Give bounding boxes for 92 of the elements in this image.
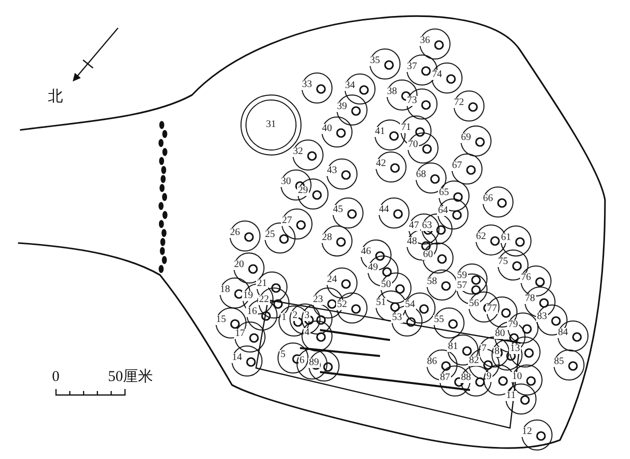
callout-number: 13	[509, 344, 521, 354]
callout-number: 69	[460, 133, 472, 143]
callout-number: 61	[500, 233, 512, 243]
callout-number: 42	[375, 159, 387, 169]
callout-number: 77	[486, 304, 498, 314]
callout-number: 74	[431, 70, 443, 80]
callout-number: 50	[380, 280, 392, 290]
callout-number: 68	[415, 170, 427, 180]
callout-number: 85	[553, 357, 565, 367]
scale-label: 0	[52, 370, 60, 385]
callout-number: 84	[557, 328, 569, 338]
callout-number: 80	[494, 329, 506, 339]
callout-number: 19	[242, 291, 254, 301]
callout-number: 35	[369, 56, 381, 66]
callout-number: 4	[304, 328, 310, 338]
callout-number: 40	[321, 124, 333, 134]
callout-number: 33	[301, 80, 313, 90]
callout-number: 52	[336, 300, 348, 310]
callout-number: 71	[400, 123, 412, 133]
callout-number: 88	[460, 373, 472, 383]
callout-number: 15	[215, 315, 227, 325]
callout-number: 3	[304, 311, 310, 321]
callout-number: 9	[486, 372, 492, 382]
callout-number: 54	[404, 300, 416, 310]
direction-label: 北	[48, 90, 63, 105]
callout-number: 16	[246, 307, 258, 317]
callout-number: 47	[408, 221, 420, 231]
callout-number: 11	[505, 391, 517, 401]
callout-number: 78	[524, 294, 536, 304]
callout-number: 22	[258, 295, 270, 305]
callout-number: 25	[264, 230, 276, 240]
callout-number: 45	[332, 205, 344, 215]
callout-number: 38	[386, 87, 398, 97]
callout-number: 1	[280, 313, 288, 323]
callout-number: 24	[326, 275, 338, 285]
callout-number: 82	[468, 356, 480, 366]
callout-number: 48	[406, 237, 418, 247]
callout-number: 34	[344, 81, 356, 91]
callout-number: 5	[280, 350, 286, 360]
callout-number: 6	[298, 356, 306, 366]
callout-number: 64	[437, 206, 449, 216]
callout-number: 21	[256, 279, 268, 289]
callout-number: 79	[507, 320, 519, 330]
callout-number: 65	[438, 188, 450, 198]
callout-number: 37	[406, 62, 418, 72]
callout-number: 59	[456, 271, 468, 281]
callout-number: 23	[312, 295, 324, 305]
callout-number: 57	[456, 281, 468, 291]
callout-number: 8	[494, 347, 500, 357]
callout-number: 2	[292, 311, 298, 321]
callout-number: 10	[511, 372, 523, 382]
callout-number: 60	[422, 250, 434, 260]
callout-number: 62	[475, 232, 487, 242]
callout-number: 14	[231, 353, 243, 363]
callout-number: 89	[308, 358, 320, 368]
callout-number: 67	[451, 161, 463, 171]
callout-number: 81	[447, 342, 459, 352]
callout-number: 49	[367, 263, 379, 273]
callout-number: 43	[326, 166, 338, 176]
callout-number: 39	[336, 102, 348, 112]
callout-number: 86	[426, 357, 438, 367]
callout-number: 51	[375, 298, 387, 308]
callout-number: 36	[419, 36, 431, 46]
callout-number: 46	[360, 247, 372, 257]
callout-number: 7	[480, 344, 488, 354]
callout-number: 41	[374, 127, 386, 137]
callout-number: 66	[482, 194, 494, 204]
callout-number: 56	[468, 299, 480, 309]
callout-number: 30	[280, 177, 292, 187]
scale-label: 50厘米	[108, 370, 153, 385]
callout-number: 53	[391, 313, 403, 323]
callout-number: 32	[292, 147, 304, 157]
callout-number: 18	[219, 285, 231, 295]
callout-number: 83	[536, 312, 548, 322]
callout-number: 73	[406, 96, 418, 106]
callout-number: 17	[234, 329, 246, 339]
callout-number: 20	[233, 260, 245, 270]
callout-number: 76	[520, 273, 532, 283]
callout-number: 87	[439, 373, 451, 383]
callout-number: 63	[421, 221, 433, 231]
callout-number: 72	[453, 98, 465, 108]
callout-number: 58	[426, 277, 438, 287]
callout-number: 29	[297, 186, 309, 196]
callout-number: 27	[281, 216, 293, 226]
callout-number: 26	[229, 228, 241, 238]
callout-number: 28	[321, 233, 333, 243]
callout-number: 12	[521, 427, 533, 437]
callout-number: 31	[265, 120, 277, 130]
callout-number: 70	[407, 140, 419, 150]
callout-number: 75	[497, 257, 509, 267]
callout-number: 44	[378, 205, 390, 215]
callout-number: 55	[433, 315, 445, 325]
